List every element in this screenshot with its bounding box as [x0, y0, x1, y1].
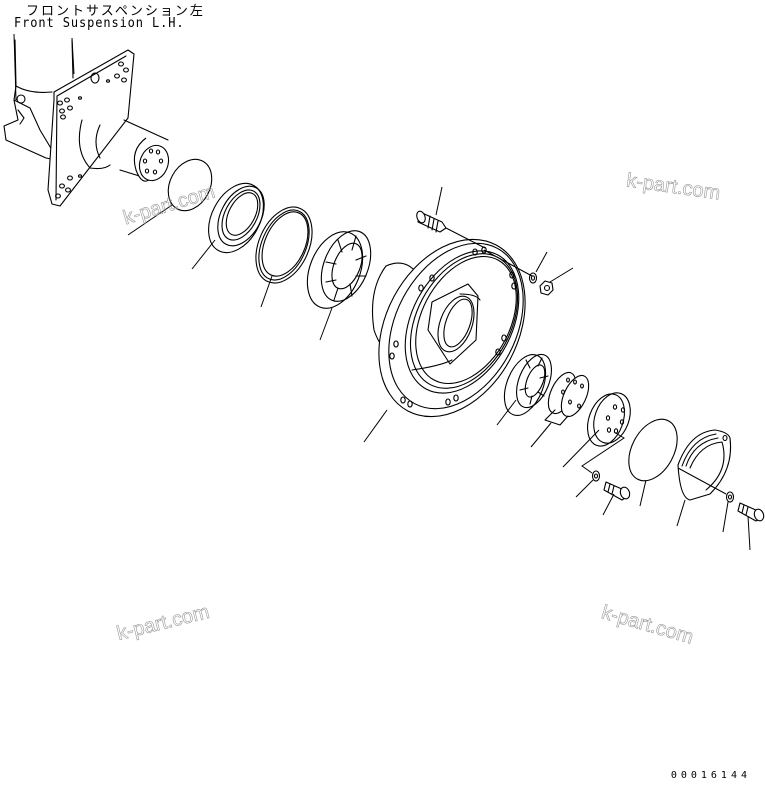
o-ring-1: [127, 158, 213, 236]
shim-set: [530, 371, 590, 448]
washer-3: [722, 491, 735, 533]
bearing-race-ring: [255, 206, 313, 308]
cover-bolt: [737, 502, 765, 551]
o-ring-2: [628, 418, 678, 507]
washer-2: [575, 470, 601, 498]
wheel-hub: [363, 238, 526, 443]
oil-seal: [191, 182, 265, 270]
retainer-bolt: [602, 481, 631, 516]
hub-cover: [676, 429, 732, 527]
outer-bearing: [496, 353, 552, 426]
retainer-plate: [562, 392, 631, 474]
nut: [539, 267, 574, 296]
inner-bearing: [306, 230, 372, 341]
hub-bolt: [416, 186, 486, 249]
washer-1: [483, 249, 548, 284]
title-japanese: フロントサスペンション左: [26, 4, 205, 19]
title-english: Front Suspension L.H.: [14, 16, 185, 31]
front-suspension-housing: [3, 33, 170, 207]
document-number: 00016144: [670, 770, 751, 781]
